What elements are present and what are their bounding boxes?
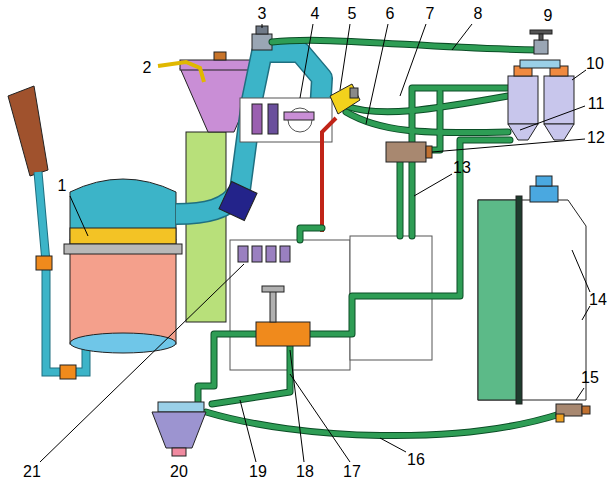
- callout-number: 11: [588, 95, 605, 113]
- callout-number: 12: [587, 129, 605, 147]
- callout-number: 9: [544, 7, 553, 25]
- callout-number: 2: [143, 59, 152, 77]
- callout-number: 10: [586, 55, 604, 73]
- callout-number: 16: [407, 451, 425, 469]
- callout-number: 5: [348, 5, 357, 23]
- callout-number: 1: [58, 177, 67, 195]
- callout-number: 3: [258, 5, 267, 23]
- callout-number: 19: [249, 463, 267, 481]
- callout-number: 18: [296, 463, 314, 481]
- callout-number: 17: [343, 463, 361, 481]
- callout-number: 13: [453, 159, 471, 177]
- callout-number: 4: [311, 5, 320, 23]
- callout-number: 20: [170, 463, 188, 481]
- callout-number: 8: [474, 5, 483, 23]
- callout-number: 7: [426, 5, 435, 23]
- callout-number: 21: [23, 463, 41, 481]
- callout-number: 15: [581, 369, 599, 387]
- callout-number: 6: [386, 5, 395, 23]
- callout-number: 14: [589, 291, 607, 309]
